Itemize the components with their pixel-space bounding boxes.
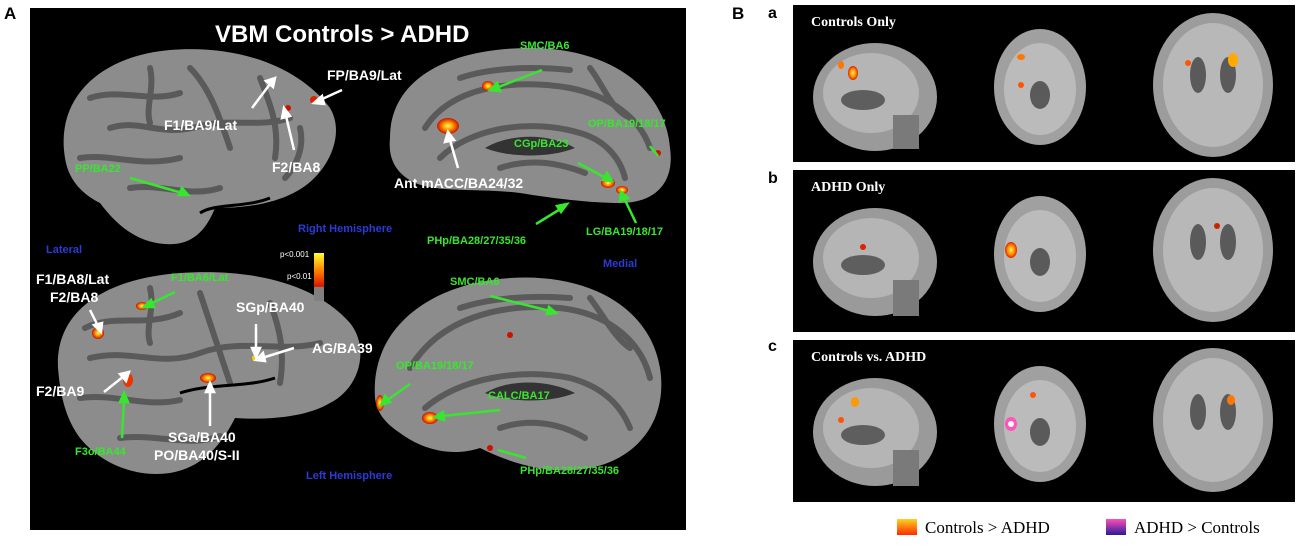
label-sgp-ba40: SGp/BA40 bbox=[236, 299, 305, 315]
colorbar-low-label: p<0.01 bbox=[287, 272, 312, 281]
brain-right-lateral bbox=[63, 49, 336, 245]
label-right-hemisphere: Right Hemisphere bbox=[298, 223, 393, 235]
mri-slices bbox=[813, 178, 1273, 322]
brain-left-medial bbox=[374, 277, 662, 471]
row-letter-c: c bbox=[768, 338, 777, 355]
label-calc-ba17: CALC/BA17 bbox=[488, 390, 550, 402]
label-php-top: PHp/BA28/27/35/36 bbox=[427, 235, 527, 247]
label-smc-ba6-bottom: SMC/BA6 bbox=[450, 276, 500, 288]
brain-right-medial bbox=[389, 48, 671, 203]
green-arrows bbox=[118, 68, 659, 460]
label-f1-ba8-lat: F1/BA8/Lat bbox=[36, 271, 110, 287]
figure-title: VBM Controls > ADHD bbox=[215, 21, 470, 48]
mri-slices bbox=[813, 348, 1273, 492]
label-medial: Medial bbox=[603, 258, 638, 270]
mri-slices bbox=[813, 13, 1273, 157]
colorbar bbox=[314, 253, 324, 301]
label-op-ba19-top: OP/BA19/18/17 bbox=[588, 118, 666, 130]
legend-controls-gt-adhd: Controls > ADHD bbox=[897, 518, 1050, 538]
colorbar-high-label: p<0.001 bbox=[280, 250, 310, 259]
panel-b-letter: B bbox=[732, 4, 745, 23]
row-title-controls-only: Controls Only bbox=[811, 15, 896, 30]
white-arrows bbox=[88, 76, 460, 426]
mri-row-controls-only: Controls Only bbox=[793, 5, 1295, 162]
legend-label-adhd-gt-controls: ADHD > Controls bbox=[1134, 518, 1260, 537]
label-f2-ba9: F2/BA9 bbox=[36, 383, 85, 399]
label-fp-ba9-lat: FP/BA9/Lat bbox=[327, 67, 402, 83]
label-lateral: Lateral bbox=[46, 244, 83, 256]
label-f2-ba8-bottom: F2/BA8 bbox=[50, 289, 99, 305]
label-smc-ba6-top: SMC/BA6 bbox=[520, 40, 570, 52]
brain-left-lateral bbox=[57, 272, 361, 474]
label-php-bottom: PHp/BA28/27/35/36 bbox=[520, 465, 620, 477]
label-f1-ba9-lat: F1/BA9/Lat bbox=[164, 117, 238, 133]
label-left-hemisphere: Left Hemisphere bbox=[306, 470, 393, 482]
label-f3o-ba44: F3o/BA44 bbox=[75, 446, 126, 458]
label-cgp-ba23: CGp/BA23 bbox=[514, 138, 569, 150]
brain-surface-drawing bbox=[57, 48, 671, 474]
legend-swatch-warm bbox=[897, 519, 917, 535]
legend-adhd-gt-controls: ADHD > Controls bbox=[1106, 518, 1260, 538]
mri-row-adhd-only: ADHD Only bbox=[793, 170, 1295, 332]
label-f1-ba6-lat: F1/BA6/Lat bbox=[171, 272, 229, 284]
legend-swatch-cool bbox=[1106, 519, 1126, 535]
row-title-controls-vs-adhd: Controls vs. ADHD bbox=[811, 350, 927, 365]
label-f2-ba8-top: F2/BA8 bbox=[272, 159, 321, 175]
row-letter-a: a bbox=[768, 5, 777, 22]
label-ant-macc: Ant mACC/BA24/32 bbox=[394, 175, 524, 191]
label-pp-ba22: PP/BA22 bbox=[75, 163, 121, 175]
row-title-adhd-only: ADHD Only bbox=[811, 180, 886, 195]
panel-a-brain-surfaces: VBM Controls > ADHD FP/BA9/Lat F1/BA9/La… bbox=[30, 8, 686, 530]
label-op-ba19-bottom: OP/BA19/18/17 bbox=[396, 360, 474, 372]
row-letter-b: b bbox=[768, 170, 778, 187]
label-sga-ba40: SGa/BA40 bbox=[168, 429, 236, 445]
label-po-ba40: PO/BA40/S-II bbox=[154, 447, 240, 463]
panel-a-letter: A bbox=[4, 4, 17, 23]
label-lg-ba19: LG/BA19/18/17 bbox=[586, 226, 664, 238]
legend-label-controls-gt-adhd: Controls > ADHD bbox=[925, 518, 1050, 537]
mri-row-controls-vs-adhd: Controls vs. ADHD bbox=[793, 340, 1295, 502]
label-ag-ba39: AG/BA39 bbox=[312, 340, 373, 356]
